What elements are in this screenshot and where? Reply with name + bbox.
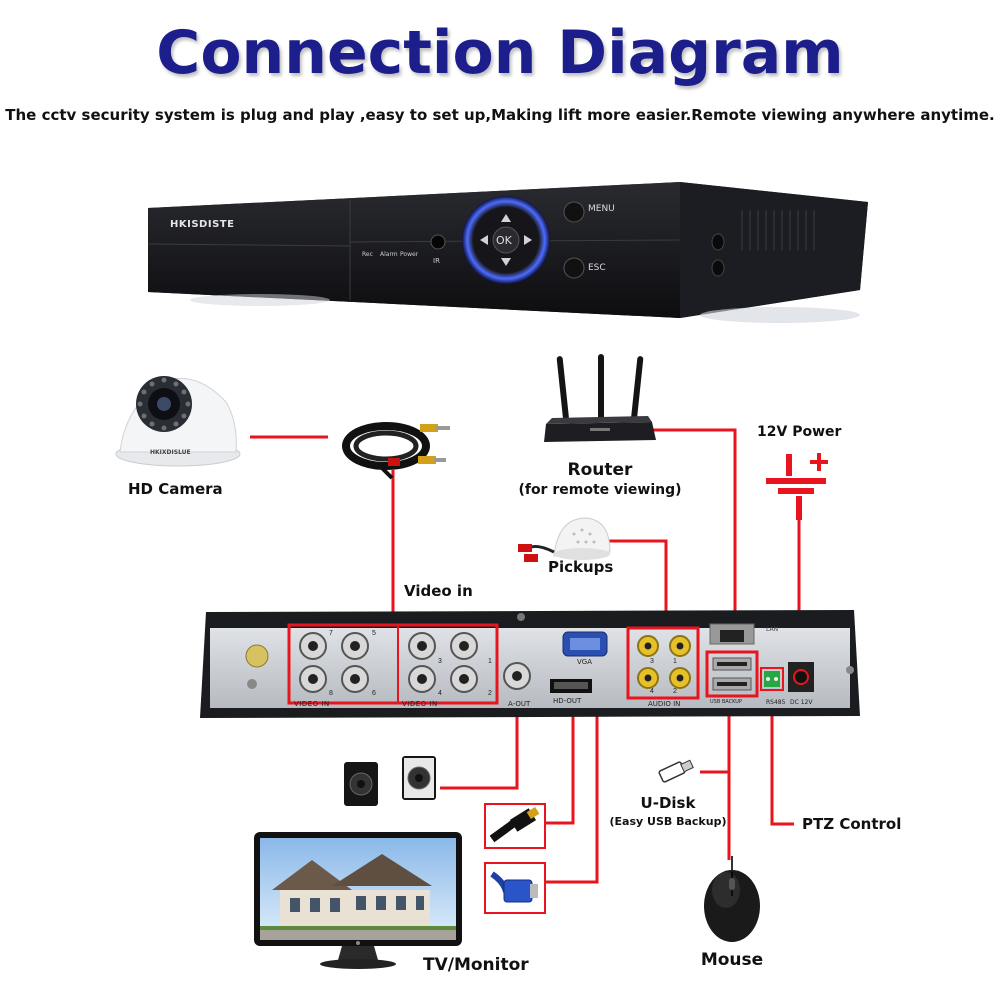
wire-vga-cable [545,658,599,884]
rear-ports [287,623,814,705]
bnc-port[interactable] [299,665,327,693]
hdmi-port[interactable] [550,679,592,693]
ok-label: OK [496,234,512,247]
pickups-label: Pickups [548,558,614,576]
up-arrow-icon[interactable] [501,214,511,222]
wire-pickups-audio [608,539,668,622]
wire-router-lan [653,428,737,622]
bnc-port[interactable] [450,665,478,693]
page-subtitle: The cctv security system is plug and pla… [5,106,995,124]
bnc-port[interactable] [450,632,478,660]
wire-hdout-hdmi [545,692,575,825]
dvr-front-unit [147,182,868,323]
camera-brand: HKIXDISLUE [150,449,191,456]
bnc-port[interactable] [299,632,327,660]
bnc-number: 4 [438,690,442,697]
audio-number: 4 [650,688,654,695]
router-sublabel: (for remote viewing) [518,482,682,498]
wire-rs485-ptz [770,690,794,826]
dc12v-text: DC 12V [790,699,813,706]
power-12v-label: 12V Power [757,424,842,440]
ir-label: IR [433,257,440,265]
bnc-number: 7 [329,630,333,637]
hd-camera-label: HD Camera [128,480,223,498]
battery-symbol-icon [766,453,828,520]
a-out-port[interactable] [503,662,531,690]
bnc-number: 1 [488,658,492,665]
esc-label: ESC [588,263,606,273]
audio-in-port[interactable] [669,635,691,657]
a-out-text: A-OUT [508,700,531,708]
rs485-text: RS485 [766,699,786,706]
vga-text: VGA [577,658,593,666]
dpad-control[interactable] [462,196,550,284]
bnc-number: 3 [438,658,442,665]
lan-port[interactable] [709,623,755,645]
u-disk-label: U-Disk [640,794,696,812]
dvr-brand: HKISDISTE [170,219,235,230]
bnc-port[interactable] [341,665,369,693]
hd-out-text: HD-OUT [553,697,582,705]
down-arrow-icon[interactable] [501,258,511,266]
right-arrow-icon[interactable] [524,235,532,245]
video-in-text-left: VIDEO IN [294,700,330,708]
rs485-terminal[interactable] [764,671,780,687]
tv-monitor [254,832,462,969]
video-in-text-right: VIDEO IN [402,700,438,708]
audio-in-text: AUDIO IN [648,700,681,708]
hd-camera [115,376,241,467]
bnc-port[interactable] [341,632,369,660]
router-label: Router [567,460,633,480]
page-title: Connection Diagram [156,18,844,88]
menu-label: MENU [588,204,615,214]
usb-drive-icon [658,759,694,783]
vga-port[interactable] [562,631,608,657]
lan-text: LAN [766,626,779,633]
left-arrow-icon[interactable] [480,235,488,245]
ptz-control-label: PTZ Control [802,815,902,833]
tv-monitor-label: TV/Monitor [423,955,529,975]
audio-in-port[interactable] [637,667,659,689]
u-disk-sublabel: (Easy USB Backup) [609,815,727,828]
hdmi-cable [484,803,546,849]
video-in-label: Video in [404,582,473,600]
dc-power-jack[interactable] [788,662,814,692]
audio-number: 2 [673,688,677,695]
bnc-number: 8 [329,690,333,697]
menu-button[interactable] [563,201,585,223]
indicator-rec: Rec [362,251,373,258]
usb-text: USB BACKUP [710,699,742,705]
ir-sensor [430,234,446,250]
audio-number: 1 [673,658,677,665]
mouse-device [704,856,760,942]
router [544,354,656,442]
bnc-number: 5 [372,630,376,637]
indicator-alarm: Alarm [380,251,398,258]
wire-aout-speakers [440,682,519,790]
usb-port[interactable] [712,677,752,691]
audio-in-port[interactable] [637,635,659,657]
audio-in-port[interactable] [669,667,691,689]
mouse-label: Mouse [700,950,764,970]
pickup-microphone [518,517,611,562]
bnc-number: 2 [488,690,492,697]
usb-port[interactable] [712,657,752,671]
audio-number: 3 [650,658,654,665]
speakers [344,756,436,806]
vga-cable [484,862,546,914]
esc-button[interactable] [563,257,585,279]
indicator-power: Power [400,251,419,258]
bnc-port[interactable] [408,665,436,693]
coax-cable [342,422,450,480]
bnc-number: 6 [372,690,376,697]
bnc-port[interactable] [408,632,436,660]
